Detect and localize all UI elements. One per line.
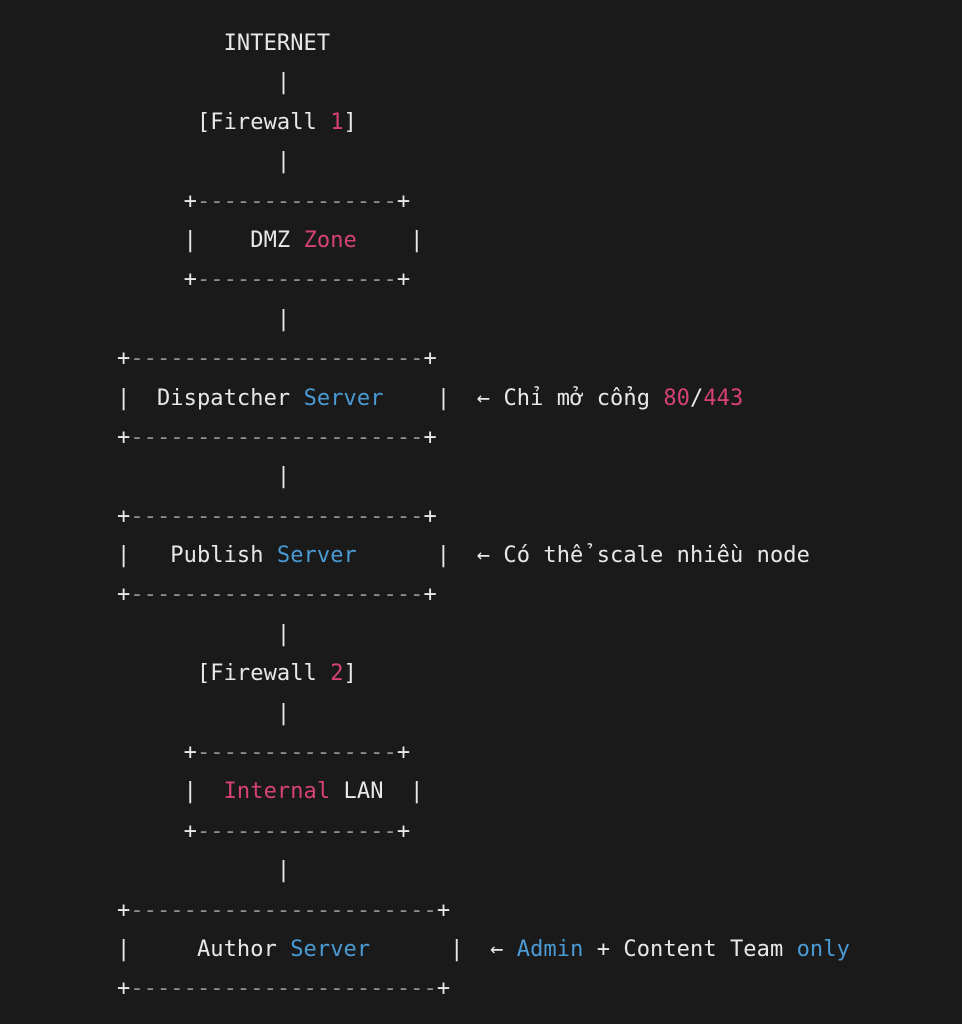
diagram-text-segment: + <box>436 976 451 1002</box>
diagram-text-segment: + <box>117 740 197 766</box>
diagram-text-segment: 2 <box>330 661 344 687</box>
connector: | <box>117 694 962 733</box>
dispatcher-box-border: +----------------------+ <box>117 339 962 378</box>
dispatcher-box-border: +----------------------+ <box>117 418 962 457</box>
connector: | <box>117 142 962 181</box>
dmz-box-label: | DMZ Zone | <box>117 221 962 260</box>
diagram-text-segment: --------------- <box>196 267 397 293</box>
diagram-text-segment: | <box>117 700 291 726</box>
diagram-text-segment: + <box>117 582 131 608</box>
diagram-text-segment: ----------------------- <box>130 897 437 923</box>
diagram-text-segment: ] <box>343 661 357 687</box>
diagram-text-segment: ----------------------- <box>130 976 437 1002</box>
diagram-text-segment: + <box>396 267 411 293</box>
diagram-text-segment: --------------- <box>196 818 397 844</box>
publish-box-border: +----------------------+ <box>117 497 962 536</box>
connector: | <box>117 615 962 654</box>
diagram-text-segment: ] <box>343 109 357 135</box>
diagram-text-segment: + <box>117 267 197 293</box>
diagram-text-segment: Admin <box>516 936 584 962</box>
publish-box-label: | Publish Server | ← Có thể scale nhiều … <box>117 536 962 575</box>
diagram-text-segment: ---------------------- <box>130 424 424 450</box>
connector: | <box>117 851 962 890</box>
diagram-text-segment: + <box>117 188 197 214</box>
diagram-text-segment: Server <box>303 385 384 411</box>
diagram-text-segment: + <box>396 188 411 214</box>
diagram-text-segment: ---------------------- <box>130 346 424 372</box>
publish-box-border: +----------------------+ <box>117 575 962 614</box>
diagram-text-segment: 1 <box>330 109 344 135</box>
dmz-box-border: +---------------+ <box>117 260 962 299</box>
internal-lan-box-label: | Internal LAN | <box>117 772 962 811</box>
diagram-text-segment: --------------- <box>196 740 397 766</box>
diagram-text-segment: | ← <box>370 936 517 962</box>
diagram-text-segment: + <box>423 346 437 372</box>
diagram-text-segment: ---------------------- <box>130 503 424 529</box>
diagram-text-segment: --------------- <box>196 188 397 214</box>
diagram-text-segment: + <box>117 424 131 450</box>
firewall-2-label: [Firewall 2] <box>117 654 962 693</box>
diagram-text-segment: ---------------------- <box>130 582 424 608</box>
diagram-text-segment: | <box>117 621 291 647</box>
diagram-text-segment: | <box>117 858 291 884</box>
author-box-border: +-----------------------+ <box>117 891 962 930</box>
connector: | <box>117 300 962 339</box>
dmz-box-border: +---------------+ <box>117 182 962 221</box>
diagram-text-segment: + <box>423 503 437 529</box>
diagram-text-segment: + <box>423 582 437 608</box>
diagram-text-segment: | <box>117 306 291 332</box>
diagram-text-segment: / <box>690 385 704 411</box>
diagram-text-segment: + Content Team <box>583 936 797 962</box>
internet-label: INTERNET <box>117 24 962 63</box>
diagram-text-segment: | DMZ <box>117 227 304 253</box>
internal-lan-box-border: +---------------+ <box>117 812 962 851</box>
diagram-text-segment: + <box>423 424 437 450</box>
internal-lan-box-border: +---------------+ <box>117 733 962 772</box>
firewall-1-label: [Firewall 1] <box>117 103 962 142</box>
diagram-text-segment: + <box>117 346 131 372</box>
diagram-text-segment: INTERNET <box>117 31 331 56</box>
diagram-text-segment: + <box>396 818 411 844</box>
diagram-text-segment: Zone <box>303 227 357 253</box>
diagram-text-segment: | ← Chỉ mở cổng <box>383 385 664 411</box>
diagram-text-segment: | <box>117 70 291 96</box>
connector: | <box>117 63 962 102</box>
diagram-text-segment: Server <box>290 936 371 962</box>
diagram-text-segment: + <box>117 818 197 844</box>
diagram-text-segment: only <box>796 936 850 962</box>
diagram-text-segment: | <box>356 227 424 253</box>
diagram-text-segment: Server <box>276 543 357 569</box>
diagram-text-segment: + <box>396 740 411 766</box>
diagram-text-segment: | <box>117 149 291 175</box>
diagram-text-segment: | Author <box>117 936 291 962</box>
diagram-text-segment: Internal <box>223 779 331 805</box>
diagram-text-segment: | Dispatcher <box>117 385 304 411</box>
diagram-text-segment: [Firewall <box>117 109 331 135</box>
connector: | <box>117 457 962 496</box>
diagram-text-segment: + <box>117 897 131 923</box>
diagram-text-segment: 443 <box>703 385 744 411</box>
diagram-text-segment: | <box>117 464 291 490</box>
diagram-text-segment: | ← Có thể scale nhiều node <box>356 543 810 569</box>
diagram-text-segment: | <box>117 779 224 805</box>
author-box-border: +-----------------------+ <box>117 969 962 1008</box>
diagram-text-segment: + <box>436 897 451 923</box>
diagram-text-segment: LAN | <box>330 779 424 805</box>
dispatcher-box-label: | Dispatcher Server | ← Chỉ mở cổng 80/4… <box>117 379 962 418</box>
diagram-text-segment: 80 <box>663 385 690 411</box>
diagram-text-segment: | Publish <box>117 543 277 569</box>
diagram-text-segment: + <box>117 503 131 529</box>
diagram-text-segment: [Firewall <box>117 661 331 687</box>
diagram-text-segment: + <box>117 976 131 1002</box>
author-box-label: | Author Server | ← Admin + Content Team… <box>117 930 962 969</box>
